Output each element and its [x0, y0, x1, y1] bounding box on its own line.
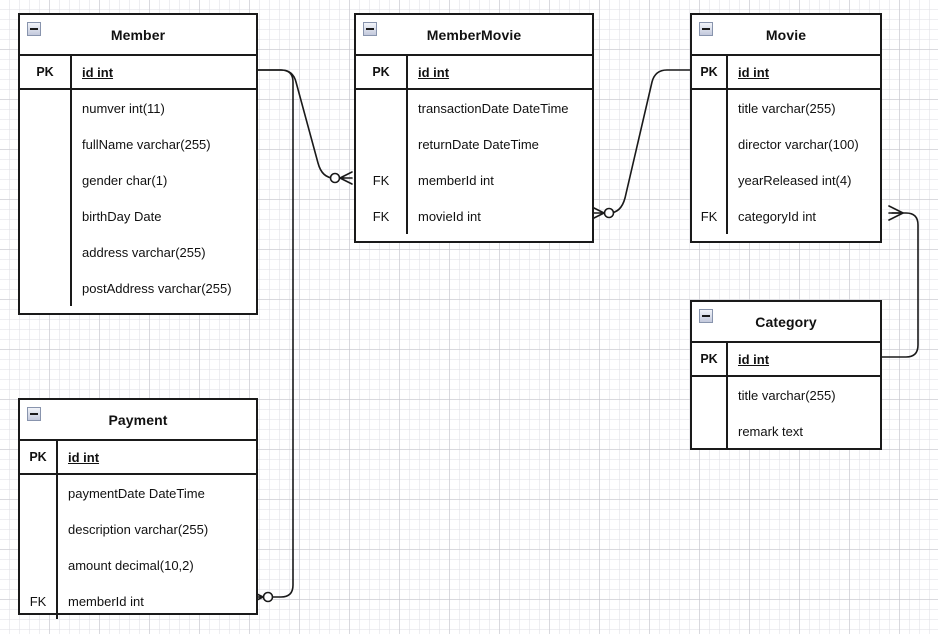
entity-movie[interactable]: Movie PK id int title varchar(255) direc… — [690, 13, 882, 243]
table-row[interactable]: address varchar(255) — [20, 234, 256, 270]
table-row[interactable]: yearReleased int(4) — [692, 162, 880, 198]
key-column-divider — [56, 441, 58, 619]
entity-header-member: Member — [20, 15, 256, 56]
row-field: title varchar(255) — [738, 100, 836, 116]
entity-member[interactable]: Member PK id int numver int(11) fullName… — [18, 13, 258, 315]
row-field: memberId int — [68, 593, 144, 609]
table-row[interactable]: numver int(11) — [20, 90, 256, 126]
row-field: paymentDate DateTime — [68, 485, 205, 501]
table-row[interactable]: paymentDate DateTime — [20, 475, 256, 511]
table-row[interactable]: FK memberId int — [356, 162, 592, 198]
entity-title: MemberMovie — [426, 26, 522, 43]
table-row[interactable]: transactionDate DateTime — [356, 90, 592, 126]
table-row[interactable]: FK memberId int — [20, 583, 256, 619]
table-row[interactable]: FK categoryId int — [692, 198, 880, 234]
connector-member-payment — [257, 69, 294, 598]
entity-body-payment: PK id int paymentDate DateTime descripti… — [20, 441, 256, 619]
row-field: postAddress varchar(255) — [82, 280, 232, 296]
entity-body-category: PK id int title varchar(255) remark text — [692, 343, 880, 449]
marker-zero-or-many-membermovie-movieid — [591, 206, 615, 220]
entity-payment[interactable]: Payment PK id int paymentDate DateTime d… — [18, 398, 258, 619]
table-row[interactable]: director varchar(100) — [692, 126, 880, 162]
row-field: id int — [738, 351, 770, 367]
row-field: description varchar(255) — [68, 521, 209, 537]
row-field: amount decimal(10,2) — [68, 557, 194, 573]
table-row[interactable]: PK id int — [20, 56, 256, 90]
table-row[interactable]: FK movieId int — [356, 198, 592, 234]
entity-title: Category — [755, 313, 817, 330]
row-field: id int — [418, 64, 450, 80]
marker-zero-or-many-membermovie-memberid — [329, 171, 353, 185]
minus-box-icon[interactable] — [699, 22, 713, 36]
entity-header-category: Category — [692, 302, 880, 343]
connector-category-movie — [881, 212, 919, 358]
row-key: FK — [372, 208, 390, 224]
entity-body-membermovie: PK id int transactionDate DateTime retur… — [356, 56, 592, 234]
entity-membermovie[interactable]: MemberMovie PK id int transactionDate Da… — [354, 13, 594, 243]
row-field: yearReleased int(4) — [738, 172, 852, 188]
connector-member-membermovie — [257, 69, 345, 179]
table-row[interactable]: title varchar(255) — [692, 90, 880, 126]
table-row[interactable]: returnDate DateTime — [356, 126, 592, 162]
row-field: numver int(11) — [82, 100, 165, 116]
entity-header-membermovie: MemberMovie — [356, 15, 592, 56]
key-column-divider — [726, 56, 728, 234]
table-row[interactable]: description varchar(255) — [20, 511, 256, 547]
entity-title: Movie — [765, 26, 807, 43]
entity-body-movie: PK id int title varchar(255) director va… — [692, 56, 880, 234]
row-key: FK — [372, 172, 390, 188]
row-field: transactionDate DateTime — [418, 100, 569, 116]
minus-box-icon[interactable] — [699, 309, 713, 323]
entity-title: Payment — [108, 411, 168, 428]
table-row[interactable]: PK id int — [692, 56, 880, 90]
row-key: PK — [700, 65, 718, 79]
row-key: FK — [29, 593, 47, 609]
row-key: PK — [700, 352, 718, 366]
table-row[interactable]: amount decimal(10,2) — [20, 547, 256, 583]
entity-header-movie: Movie — [692, 15, 880, 56]
table-row[interactable]: birthDay Date — [20, 198, 256, 234]
key-column-divider — [406, 56, 408, 234]
table-row[interactable]: PK id int — [692, 343, 880, 377]
row-field: fullName varchar(255) — [82, 136, 211, 152]
row-field: remark text — [738, 423, 804, 439]
table-row[interactable]: remark text — [692, 413, 880, 449]
key-column-divider — [726, 343, 728, 449]
row-field: gender char(1) — [82, 172, 168, 188]
row-key: PK — [372, 65, 390, 79]
connector-movie-membermovie — [603, 69, 691, 214]
row-field: categoryId int — [738, 208, 817, 224]
marker-many-movie-categoryid — [888, 205, 904, 221]
row-field: returnDate DateTime — [418, 136, 539, 152]
entity-title: Member — [110, 26, 166, 43]
table-row[interactable]: fullName varchar(255) — [20, 126, 256, 162]
row-field: id int — [82, 64, 114, 80]
table-row[interactable]: postAddress varchar(255) — [20, 270, 256, 306]
row-key: PK — [29, 450, 47, 464]
table-row[interactable]: gender char(1) — [20, 162, 256, 198]
row-field: id int — [738, 64, 770, 80]
table-row[interactable]: PK id int — [20, 441, 256, 475]
minus-box-icon[interactable] — [27, 407, 41, 421]
row-key: PK — [36, 65, 54, 79]
entity-category[interactable]: Category PK id int title varchar(255) re… — [690, 300, 882, 450]
row-field: movieId int — [418, 208, 481, 224]
minus-box-icon[interactable] — [363, 22, 377, 36]
row-key: FK — [700, 208, 718, 224]
row-field: address varchar(255) — [82, 244, 206, 260]
entity-body-member: PK id int numver int(11) fullName varcha… — [20, 56, 256, 306]
row-field: director varchar(100) — [738, 136, 859, 152]
table-row[interactable]: PK id int — [356, 56, 592, 90]
entity-header-payment: Payment — [20, 400, 256, 441]
row-field: birthDay Date — [82, 208, 162, 224]
row-field: memberId int — [418, 172, 494, 188]
key-column-divider — [70, 56, 72, 306]
table-row[interactable]: title varchar(255) — [692, 377, 880, 413]
row-field: id int — [68, 449, 100, 465]
row-field: title varchar(255) — [738, 387, 836, 403]
minus-box-icon[interactable] — [27, 22, 41, 36]
